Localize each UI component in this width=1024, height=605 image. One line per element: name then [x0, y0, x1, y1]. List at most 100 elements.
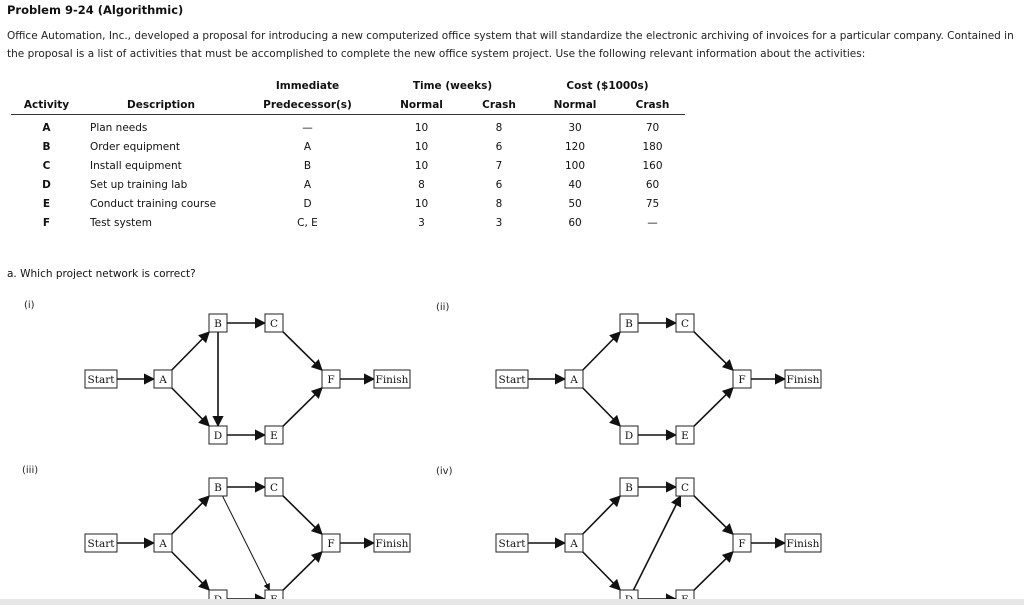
- network-iii-arrow-a-d: [171, 551, 210, 591]
- svg-text:C: C: [270, 482, 278, 494]
- network-ii-arrow-c-f: [693, 331, 734, 371]
- svg-text:Finish: Finish: [376, 374, 409, 386]
- network-i-start-node: Start: [84, 369, 118, 389]
- svg-text:Start: Start: [499, 374, 527, 386]
- network-i-node-d: D: [208, 425, 228, 445]
- predecessor-cell: D: [303, 197, 312, 210]
- svg-text:A: A: [158, 374, 167, 386]
- network-i-node-c: C: [264, 313, 284, 333]
- svg-text:Start: Start: [499, 538, 527, 550]
- network-i-node-f: F: [321, 369, 341, 389]
- question-a: a. Which project network is correct?: [7, 268, 196, 280]
- network-iv-node-b: B: [619, 477, 639, 497]
- network-i-node-b: B: [208, 313, 228, 333]
- page-bottom-border: [0, 599, 1024, 605]
- network-label-iv: (iv): [436, 466, 453, 477]
- network-i-node-a: A: [153, 369, 173, 389]
- svg-text:F: F: [327, 538, 334, 550]
- time-normal-cell: 10: [414, 159, 429, 172]
- network-iv-node-c: C: [675, 477, 695, 497]
- network-i-node-e: E: [264, 425, 284, 445]
- cost-crash-cell: 75: [645, 197, 660, 210]
- cost-crash-header: Crash: [620, 95, 685, 115]
- description-cell: Order equipment: [90, 140, 180, 153]
- time-crash-cell: 6: [495, 178, 503, 191]
- network-ii-arrow-a-b: [582, 331, 621, 371]
- network-iii-node-f: F: [321, 533, 341, 553]
- activity-cell: E: [42, 197, 51, 210]
- cost-crash-cell: 180: [642, 140, 663, 153]
- activity-cell: A: [42, 121, 51, 134]
- time-group-header: Time (weeks): [412, 79, 493, 92]
- time-normal-cell: 10: [414, 121, 429, 134]
- predecessor-cell: C, E: [297, 216, 318, 229]
- svg-text:A: A: [569, 538, 578, 550]
- svg-text:A: A: [158, 538, 167, 550]
- time-crash-header: Crash: [468, 95, 530, 115]
- network-iv-arrow-a-d: [582, 551, 621, 591]
- activity-cell: D: [42, 178, 51, 191]
- cost-crash-cell: 160: [642, 159, 663, 172]
- svg-text:D: D: [625, 430, 633, 442]
- svg-text:Finish: Finish: [787, 538, 820, 550]
- description-cell: Plan needs: [90, 121, 148, 134]
- network-ii-finish-node: Finish: [784, 369, 822, 389]
- time-crash-cell: 7: [495, 159, 503, 172]
- svg-text:C: C: [270, 318, 278, 330]
- network-ii-node-f: F: [732, 369, 752, 389]
- predecessor-cell: A: [303, 140, 312, 153]
- svg-text:F: F: [738, 374, 745, 386]
- description-cell: Conduct training course: [90, 197, 217, 210]
- network-iii-finish-node: Finish: [373, 533, 411, 553]
- predecessor-header-top: Immediate: [275, 79, 340, 92]
- network-iii-arrow-e-f: [282, 551, 323, 591]
- svg-text:Start: Start: [88, 538, 116, 550]
- time-crash-cell: 3: [495, 216, 503, 229]
- predecessor-cell: B: [303, 159, 312, 172]
- network-i-arrow-a-b: [171, 331, 210, 371]
- network-label-iii: (iii): [22, 465, 39, 476]
- network-label-ii: (ii): [436, 302, 450, 313]
- activity-table: Immediate Time (weeks) Cost ($1000s) Act…: [11, 76, 685, 232]
- time-crash-cell: 8: [495, 121, 503, 134]
- svg-text:Finish: Finish: [376, 538, 409, 550]
- svg-text:C: C: [681, 482, 689, 494]
- description-cell: Set up training lab: [90, 178, 188, 191]
- activity-cell: F: [42, 216, 51, 229]
- activity-cell: C: [42, 159, 51, 172]
- predecessor-cell: —: [302, 121, 313, 134]
- cost-normal-cell: 30: [568, 121, 582, 134]
- network-ii-node-d: D: [619, 425, 639, 445]
- predecessor-header-bottom: Predecessor(s): [240, 95, 375, 115]
- cost-crash-cell: 60: [645, 178, 660, 191]
- svg-text:Finish: Finish: [787, 374, 820, 386]
- svg-text:B: B: [214, 482, 222, 494]
- network-iv-arrow-c-f: [693, 495, 734, 535]
- network-iv-node-f: F: [732, 533, 752, 553]
- network-iii-arrow-c-f: [282, 495, 323, 535]
- time-normal-cell: 3: [418, 216, 425, 229]
- network-iv-node-a: A: [564, 533, 584, 553]
- time-crash-cell: 6: [495, 140, 503, 153]
- network-i-finish-node: Finish: [373, 369, 411, 389]
- network-ii-node-e: E: [675, 425, 695, 445]
- time-crash-cell: 8: [495, 197, 503, 210]
- network-i-arrow-e-f: [282, 387, 323, 427]
- time-normal-cell: 8: [418, 178, 425, 191]
- network-ii-node-b: B: [619, 313, 639, 333]
- svg-text:B: B: [214, 318, 222, 330]
- svg-text:E: E: [681, 430, 689, 442]
- network-i-arrow-a-d: [171, 387, 210, 427]
- network-iv-arrow-e-f: [693, 551, 734, 591]
- cost-normal-cell: 120: [564, 140, 586, 153]
- description-cell: Install equipment: [90, 159, 182, 172]
- network-iv-finish-node: Finish: [784, 533, 822, 553]
